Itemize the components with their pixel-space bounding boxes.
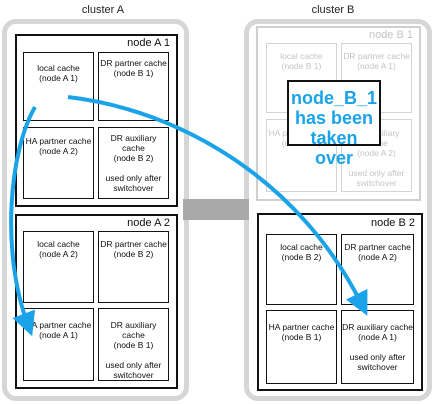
cache-owner: (node A 1) bbox=[358, 332, 397, 342]
cache-label: local cache bbox=[280, 51, 323, 61]
cache-owner: (node B 1) bbox=[281, 61, 322, 71]
takeover-line: has been bbox=[294, 108, 374, 128]
takeover-callout: node_B_1 has been taken over bbox=[287, 80, 381, 168]
cache-label: DR partner cache bbox=[344, 242, 411, 252]
cache-owner: (node B 2) bbox=[113, 249, 154, 259]
inter-cluster-link bbox=[183, 199, 249, 220]
cache-label: local cache bbox=[37, 63, 80, 73]
cache-note: used only after bbox=[349, 352, 406, 362]
cache-note: switchover bbox=[113, 183, 154, 193]
cache-note: switchover bbox=[113, 370, 154, 380]
node-b1-title: node B 1 bbox=[368, 29, 413, 41]
takeover-line: taken over bbox=[310, 128, 358, 168]
cache-label: DR partner cache bbox=[343, 51, 410, 61]
cache-owner: (node B 2) bbox=[281, 252, 322, 262]
cache-owner: (node A 1) bbox=[39, 73, 78, 83]
cache-owner: (node A 2) bbox=[39, 249, 78, 259]
cache-label: local cache bbox=[37, 239, 80, 249]
node-a2-dr-auxiliary-cache: DR auxiliary cache (node B 1) used only … bbox=[98, 308, 169, 381]
node-a2-title: node A 2 bbox=[127, 217, 170, 229]
node-a2-dr-partner-cache: DR partner cache (node B 2) bbox=[98, 231, 169, 303]
node-b2-dr-auxiliary-cache: DR auxiliary cache (node A 1) used only … bbox=[341, 310, 414, 384]
node-a1-dr-auxiliary-cache: DR auxiliary cache (node B 2) used only … bbox=[98, 127, 169, 199]
cache-note: used only after bbox=[105, 360, 162, 370]
cache-owner: (node A 2) bbox=[358, 252, 397, 262]
node-a1-ha-partner-cache: HA partner cache (node A 2) bbox=[23, 127, 94, 199]
cache-note: switchover bbox=[357, 362, 398, 372]
node-a1-title: node A 1 bbox=[127, 37, 170, 49]
cache-label: HA partner cache bbox=[268, 322, 335, 332]
node-a2-local-cache: local cache (node A 2) bbox=[23, 231, 94, 303]
cache-label: DR partner cache bbox=[100, 239, 167, 249]
cache-label: DR auxiliary cache bbox=[110, 320, 157, 340]
cache-note: used only after bbox=[105, 173, 162, 183]
cache-note: used only after bbox=[348, 168, 405, 178]
cache-owner: (node A 1) bbox=[357, 61, 396, 71]
cache-owner: (node B 1) bbox=[113, 68, 154, 78]
cache-note: switchover bbox=[356, 178, 397, 188]
cluster-a-label: cluster A bbox=[81, 4, 125, 16]
cache-owner: (node A 2) bbox=[39, 146, 78, 156]
cache-label: HA partner cache bbox=[25, 320, 92, 330]
cache-owner: (node B 1) bbox=[113, 340, 154, 350]
ha-mirror-arrow bbox=[9, 105, 37, 337]
cache-label: DR partner cache bbox=[100, 58, 167, 68]
cache-owner: (node B 1) bbox=[281, 332, 322, 342]
cache-label: DR auxiliary cache bbox=[110, 133, 157, 153]
cache-owner: (node B 2) bbox=[113, 153, 154, 163]
node-b2-ha-partner-cache: HA partner cache (node B 1) bbox=[266, 310, 337, 384]
cache-label: HA partner cache bbox=[25, 136, 92, 146]
cache-label: local cache bbox=[280, 242, 323, 252]
cache-owner: (node A 2) bbox=[357, 148, 396, 158]
takeover-line: node_B_1 bbox=[290, 88, 378, 108]
dr-mirror-arrow bbox=[67, 95, 368, 316]
node-b2-title: node B 2 bbox=[370, 217, 415, 229]
cache-owner: (node A 1) bbox=[39, 330, 78, 340]
cache-label: DR auxiliary cache bbox=[342, 322, 413, 332]
cluster-b-label: cluster B bbox=[311, 4, 355, 16]
